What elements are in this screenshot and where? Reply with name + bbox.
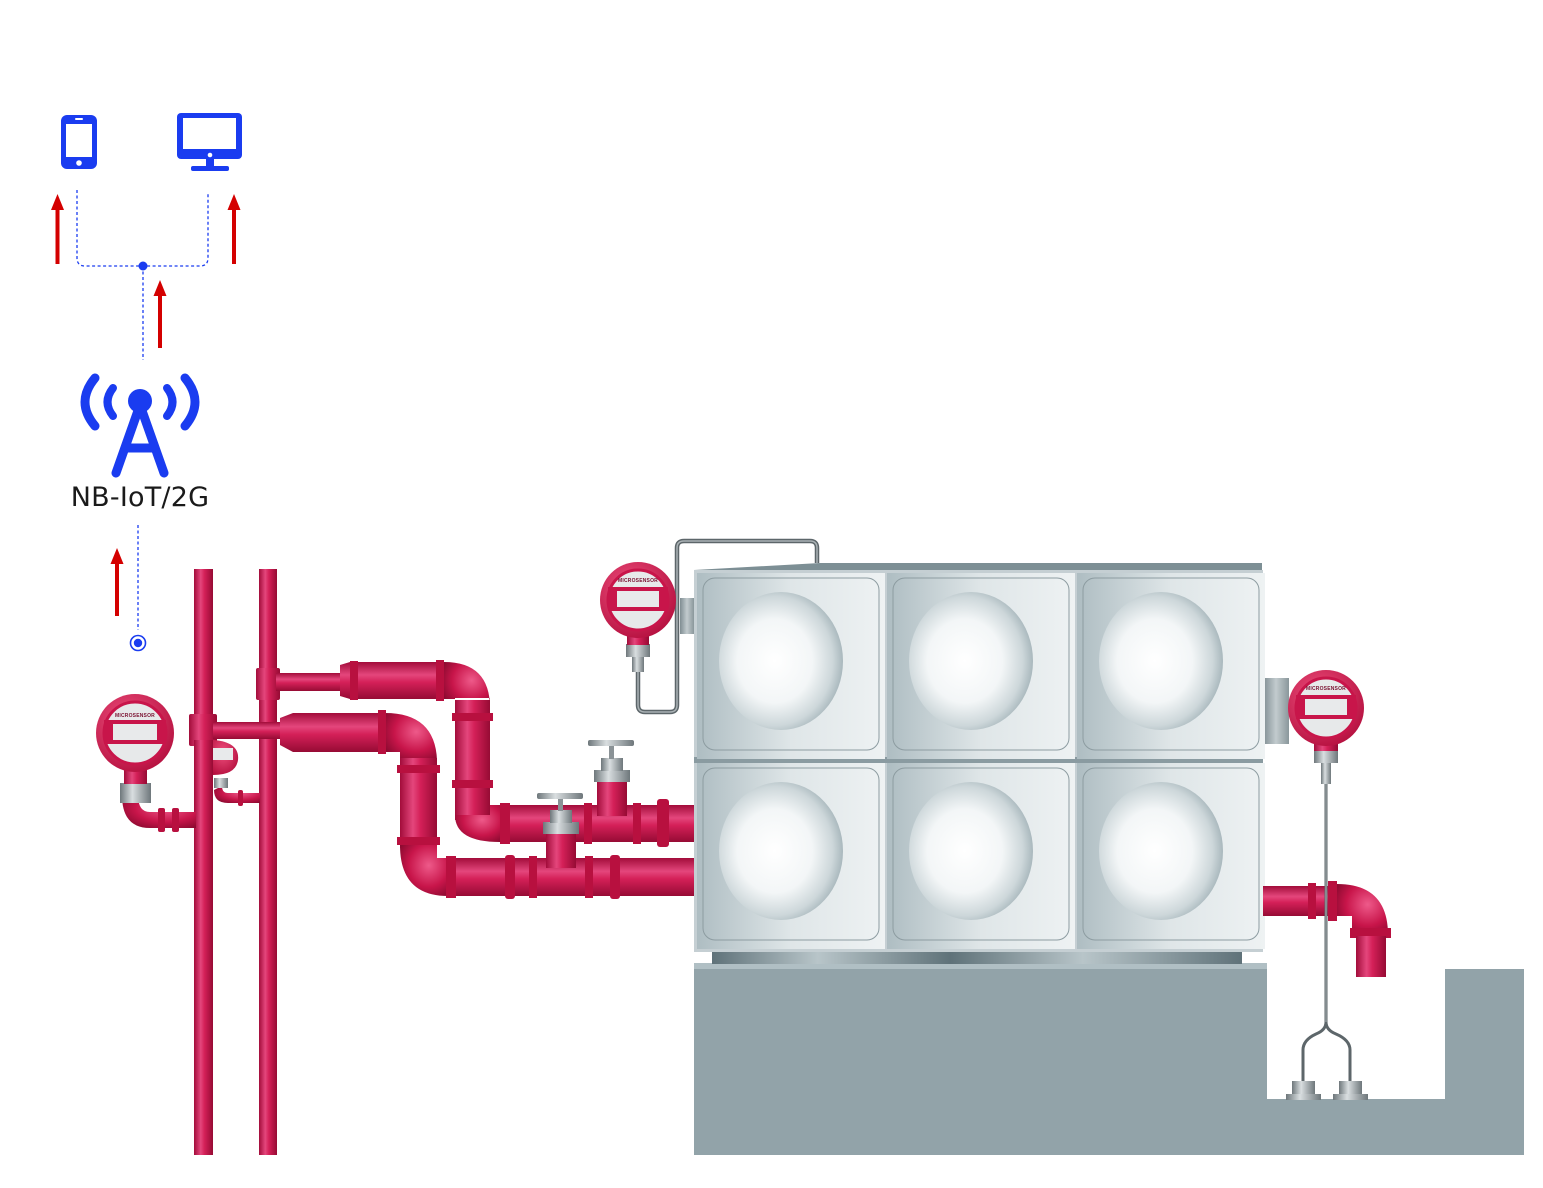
tank-top-pressure-transmitter[interactable]: MICROSENSOR [600, 538, 820, 715]
sensor-brand-label: MICROSENSOR [1306, 686, 1346, 692]
level-probe [1333, 1081, 1368, 1100]
arrow-up-icon [110, 548, 124, 616]
tank-panel [1077, 573, 1265, 759]
tank-panel [887, 763, 1075, 949]
arrow-up-icon [227, 194, 241, 264]
level-probe [1286, 1081, 1321, 1100]
sensor-brand-label: MICROSENSOR [115, 713, 155, 719]
panel-dome [1099, 592, 1223, 730]
upper-supply-pipe [276, 660, 695, 847]
transmitter-node-icon [129, 634, 147, 652]
gate-valve-lower[interactable] [537, 793, 583, 868]
outlet-pipe [1263, 881, 1391, 977]
network-label: NB-IoT/2G [70, 482, 210, 513]
pipeline-pressure-transmitter-2[interactable] [213, 740, 260, 806]
arrow-up-icon [51, 194, 64, 264]
arrow-up-icon [153, 280, 167, 348]
sensor-brand-label: MICROSENSOR [618, 578, 658, 584]
smartphone-icon [61, 115, 97, 169]
riser-pipes [189, 569, 280, 1155]
lower-supply-pipe [213, 710, 695, 899]
panel-dome [719, 782, 843, 920]
concrete-foundation [694, 969, 1524, 1155]
tank-panel [697, 763, 885, 949]
cell-tower-icon [128, 389, 152, 413]
riser-tee [194, 740, 213, 800]
submersible-level-transmitter[interactable]: MICROSENSOR [1286, 670, 1368, 1100]
sectional-water-tank [680, 563, 1289, 969]
panel-dome [909, 782, 1033, 920]
tank-panel [887, 573, 1075, 759]
desktop-monitor-icon [177, 113, 242, 171]
cell-tower-icon [80, 373, 200, 478]
panel-dome [1099, 782, 1223, 920]
panel-dome [719, 592, 843, 730]
tank-panel [1077, 763, 1265, 949]
tank-panels [697, 573, 1265, 949]
upload-arrows [51, 194, 241, 616]
junction-node [138, 261, 148, 271]
tank-panel [697, 573, 885, 759]
pipeline-pressure-transmitter-1[interactable]: MICROSENSOR [96, 694, 196, 832]
gate-valve-upper[interactable] [588, 740, 634, 816]
panel-dome [909, 592, 1033, 730]
